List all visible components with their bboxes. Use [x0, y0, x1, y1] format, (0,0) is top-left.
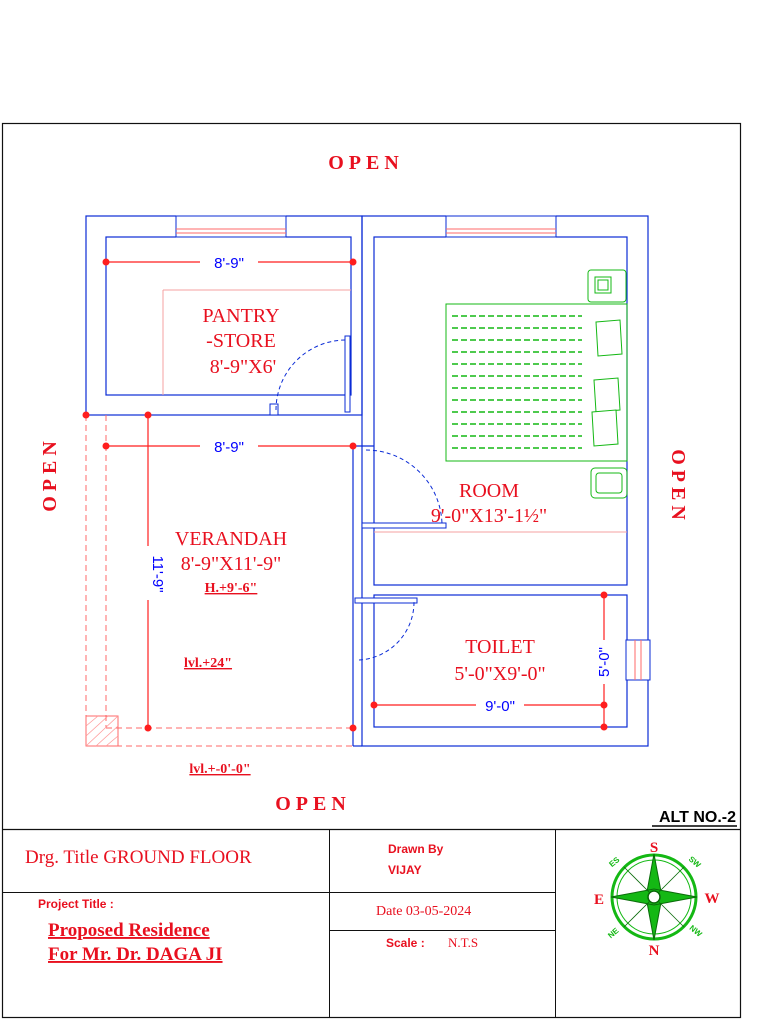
alt-number: ALT NO.-2: [659, 809, 736, 826]
compass-north: N: [649, 943, 660, 959]
compass-east: E: [594, 892, 604, 908]
verandah-name: VERANDAH: [175, 528, 287, 550]
toilet-name: TOILET: [465, 636, 535, 658]
ground-level: lvl.+-0'-0": [189, 762, 250, 777]
toilet-length-dim: 5'-0": [596, 647, 613, 677]
pantry-size: 8'-9"X6': [210, 356, 276, 378]
room-name: ROOM: [459, 480, 519, 502]
compass-sw: SW: [687, 854, 703, 869]
pantry-name: PANTRY: [202, 305, 279, 327]
open-label-left: OPEN: [39, 436, 61, 512]
pantry-width-dim: 8'-9": [214, 255, 244, 272]
scale-label: Scale :: [386, 936, 425, 950]
open-label-bottom: OPEN: [275, 793, 351, 815]
compass-icon: [610, 853, 698, 941]
title-block: [2, 828, 741, 1017]
project-title-label: Project Title :: [38, 897, 114, 911]
open-label-right: OPEN: [667, 449, 689, 525]
verandah-level: lvl.+24": [184, 656, 232, 671]
drawn-by-label: Drawn By: [388, 842, 444, 856]
compass-ne: NE: [606, 926, 621, 940]
verandah-width-dim: 8'-9": [214, 439, 244, 456]
project-line-1: Proposed Residence: [48, 920, 210, 941]
verandah-size: 8'-9"X11'-9": [181, 553, 282, 575]
doors: [269, 335, 447, 661]
project-line-2: For Mr. Dr. DAGA JI: [48, 944, 223, 965]
verandah-height: H.+9'-6": [205, 581, 258, 596]
open-label-top: OPEN: [328, 152, 404, 174]
verandah-length-dim: 11'-9": [149, 555, 166, 592]
compass-south: S: [650, 840, 658, 856]
room-size: 9'-0"X13'-1½": [431, 505, 547, 527]
sheet-border: [1, 122, 742, 1019]
compass-west: W: [705, 891, 720, 907]
toilet-size: 5'-0"X9'-0": [454, 663, 545, 685]
bed-furniture: [445, 269, 628, 499]
dimension-lines: [82, 258, 608, 732]
scale-value: N.T.S: [448, 935, 478, 950]
drawing-date: Date 03-05-2024: [376, 904, 471, 919]
walls: [85, 214, 651, 747]
compass-es: ES: [607, 855, 621, 869]
pantry-name-line2: -STORE: [206, 330, 276, 352]
toilet-width-dim: 9'-0": [485, 698, 515, 715]
compass-nw: NW: [688, 923, 704, 939]
drawn-by-name: VIJAY: [388, 863, 422, 877]
drawing-title: Drg. Title GROUND FLOOR: [25, 847, 252, 868]
